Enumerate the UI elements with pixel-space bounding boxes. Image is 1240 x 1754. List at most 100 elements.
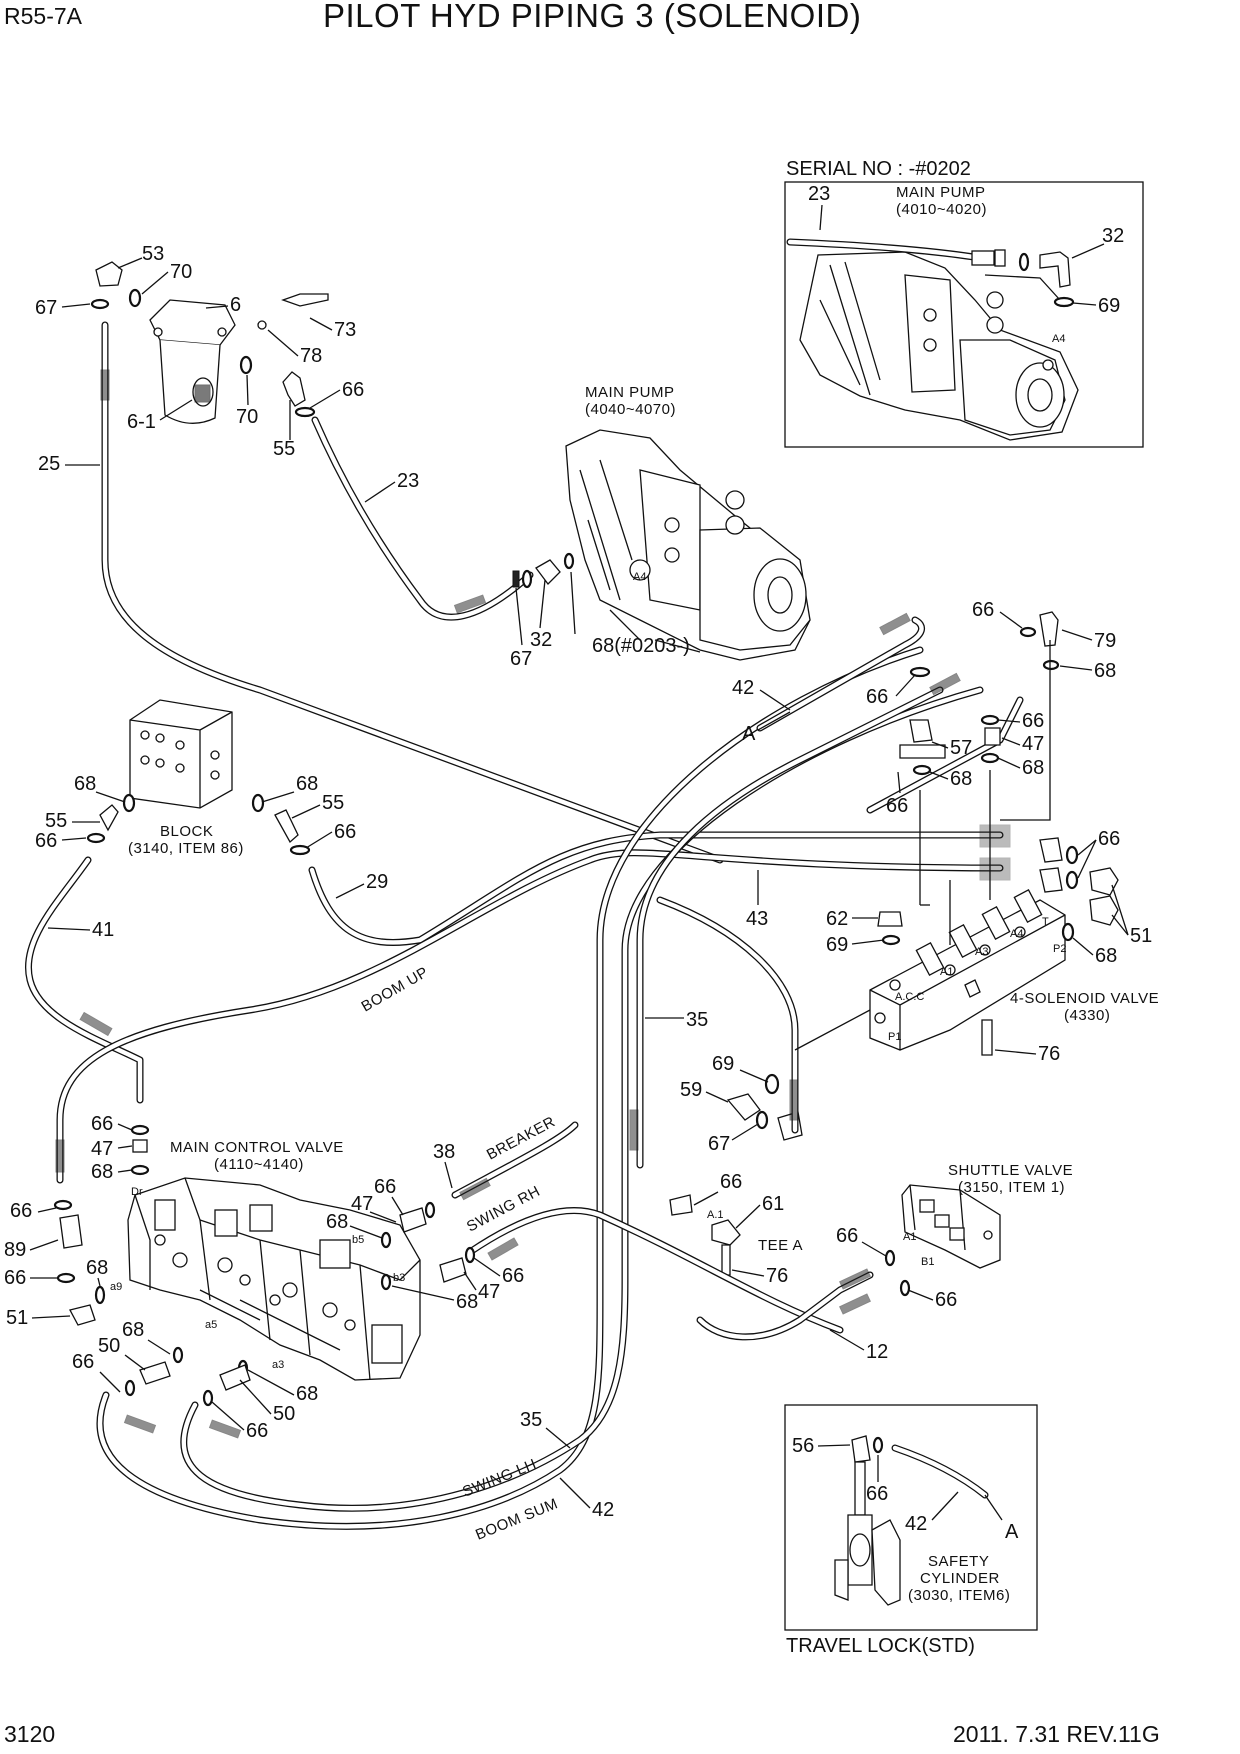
callout-70-b: 70 — [236, 406, 258, 428]
mcv-name: MAIN CONTROL VALVE — [170, 1139, 344, 1156]
callout-69-b: 69 — [712, 1053, 734, 1075]
callout-66-r: 66 — [935, 1289, 957, 1311]
elbow-53 — [95, 261, 123, 287]
callout-68-a: 68 — [1094, 660, 1116, 682]
callout-38: 38 — [433, 1141, 455, 1163]
safety-cyl-name2: CYLINDER — [920, 1570, 1000, 1587]
main-pump-range: (4040~4070) — [585, 401, 676, 418]
inset-serial-label: SERIAL NO : -#0202 — [786, 158, 971, 180]
revision-stamp: 2011. 7.31 REV.11G — [953, 1721, 1160, 1747]
callout-67-c: 67 — [708, 1133, 730, 1155]
hose-label-swing-lh: SWING LH — [460, 1456, 539, 1501]
travel-lock-label: TRAVEL LOCK(STD) — [786, 1635, 975, 1657]
block-name: BLOCK — [160, 823, 213, 840]
callout-69-inset: 69 — [1098, 295, 1120, 317]
callout-68-d: 68 — [74, 773, 96, 795]
callout-73: 73 — [334, 319, 356, 341]
callout-42-b: 42 — [592, 1499, 614, 1521]
callout-68-0203: 68(#0203-) — [592, 635, 690, 657]
callout-68-f: 68 — [1095, 945, 1117, 967]
callout-61: 61 — [762, 1193, 784, 1215]
hose-fittings — [55, 369, 1011, 1439]
callout-55-c: 55 — [322, 792, 344, 814]
port-a5: a5 — [205, 1319, 217, 1331]
tee-name: TEE A — [758, 1237, 803, 1254]
inset-pump-range: (4010~4020) — [896, 201, 987, 218]
callout-89: 89 — [4, 1239, 26, 1261]
port-a3: a3 — [272, 1359, 284, 1371]
safety-cyl-name: SAFETY — [928, 1553, 989, 1570]
callout-23: 23 — [397, 470, 419, 492]
callout-66-a: 66 — [342, 379, 364, 401]
callout-79: 79 — [1094, 630, 1116, 652]
callout-66-e: 66 — [886, 795, 908, 817]
callout-68-b: 68 — [1022, 757, 1044, 779]
filter-assembly — [90, 261, 329, 424]
main-pump: MAIN PUMP (4040~4070) A4 — [565, 384, 811, 661]
page-title: PILOT HYD PIPING 3 (SOLENOID) — [323, 0, 861, 34]
callout-51-a: 51 — [1130, 925, 1152, 947]
callout-32-inset: 32 — [1102, 225, 1124, 247]
callout-66-p: 66 — [246, 1420, 268, 1442]
inset-port-label: A4 — [1052, 333, 1065, 345]
port-t: T — [1042, 916, 1049, 928]
port-tee-a1: A.1 — [707, 1209, 724, 1221]
block: BLOCK (3140, ITEM 86) — [86, 699, 311, 857]
callout-76-b: 76 — [766, 1265, 788, 1287]
callout-66-b: 66 — [972, 599, 994, 621]
callout-59: 59 — [680, 1079, 702, 1101]
callout-43: 43 — [746, 908, 768, 930]
safety-cyl-ref: (3030, ITEM6) — [908, 1587, 1010, 1604]
callout-68-g: 68 — [91, 1161, 113, 1183]
callout-25: 25 — [38, 453, 60, 475]
callout-66-f: 66 — [35, 830, 57, 852]
port-sh-b1: B1 — [921, 1256, 934, 1268]
callout-6: 6 — [230, 294, 241, 316]
callout-66-g: 66 — [334, 821, 356, 843]
callout-66-o: 66 — [72, 1351, 94, 1373]
model-code: R55-7A — [4, 3, 83, 29]
callout-66-h: 66 — [1098, 828, 1120, 850]
callout-a-marker: A — [742, 723, 756, 745]
callout-62: 62 — [826, 908, 848, 930]
callout-66-tl: 66 — [866, 1483, 888, 1505]
callout-67-a: 67 — [35, 297, 57, 319]
port-acc: A.C.C — [895, 991, 924, 1003]
callout-50-b: 50 — [273, 1403, 295, 1425]
travel-lock-frame — [784, 1404, 1038, 1631]
callout-68-l: 68 — [296, 1383, 318, 1405]
callout-66-k: 66 — [374, 1176, 396, 1198]
callout-68-i: 68 — [456, 1291, 478, 1313]
shuttle-ref: (3150, ITEM 1) — [958, 1179, 1065, 1196]
shuttle-name: SHUTTLE VALVE — [948, 1162, 1073, 1179]
callout-47-d: 47 — [478, 1281, 500, 1303]
callout-50-a: 50 — [98, 1335, 120, 1357]
port-b5: b5 — [352, 1234, 364, 1246]
solenoid-ref: (4330) — [1064, 1007, 1110, 1024]
port-sv-a3: A3 — [975, 946, 988, 958]
mcv-ref: (4110~4140) — [214, 1156, 304, 1173]
solenoid-valve: 4-SOLENOID VALVE (4330) A.C.C A1 A3 A4 P… — [869, 889, 1159, 1056]
callout-6-1: 6-1 — [127, 411, 156, 433]
callout-56: 56 — [792, 1435, 814, 1457]
solenoid-leaders — [794, 640, 1051, 1051]
inset-oring — [1018, 252, 1030, 272]
callout-67-b: 67 — [510, 648, 532, 670]
inset-pump-name: MAIN PUMP — [896, 184, 986, 201]
callout-12: 12 — [866, 1341, 888, 1363]
port-a9: a9 — [110, 1281, 122, 1293]
callout-55-b: 55 — [45, 810, 67, 832]
callout-23-inset: 23 — [808, 183, 830, 205]
inset-elbow — [1039, 251, 1071, 288]
callout-47-b: 47 — [91, 1138, 113, 1160]
callout-66-i: 66 — [720, 1171, 742, 1193]
callout-66-l: 66 — [502, 1265, 524, 1287]
callout-66-q: 66 — [836, 1225, 858, 1247]
main-control-valve: MAIN CONTROL VALVE (4110~4140) Dr b5 b3 … — [110, 1139, 421, 1381]
callout-35-a: 35 — [686, 1009, 708, 1031]
main-pump-port: A4 — [633, 571, 646, 583]
callout-68-k: 68 — [122, 1319, 144, 1341]
callout-66-d: 66 — [1022, 710, 1044, 732]
main-pump-name: MAIN PUMP — [585, 384, 675, 401]
port-p1: P1 — [888, 1031, 901, 1043]
